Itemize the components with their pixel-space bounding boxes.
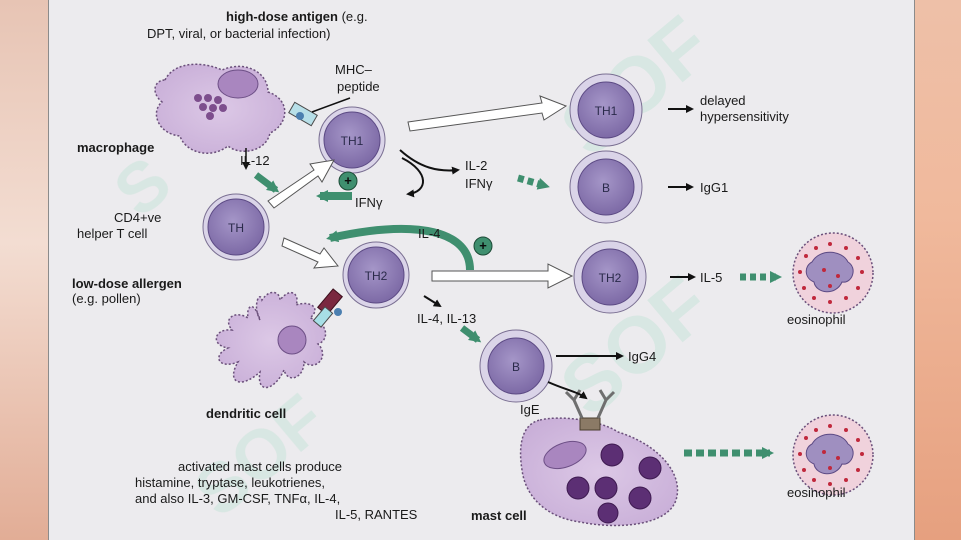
- mast-cell-body: [519, 417, 679, 527]
- il12-label: IL-12: [240, 153, 270, 168]
- plus-badge-right: +: [473, 236, 493, 256]
- ige-receptor: [564, 389, 616, 431]
- th2-to-il4-il13-arrow: [423, 295, 442, 308]
- th2-to-th2-arrow: [431, 263, 574, 289]
- eosinophil-top-cell: [792, 232, 874, 314]
- th2-right-label: TH2: [599, 271, 622, 285]
- b-to-ige-curve: [547, 381, 588, 400]
- svg-text:+: +: [344, 173, 352, 188]
- plus-badge-left: +: [338, 171, 358, 191]
- cd4-label-line2: helper T cell: [77, 226, 147, 241]
- cd4-label-line1: CD4+ve: [114, 210, 161, 225]
- mhc-label-line2: peptide: [337, 79, 380, 94]
- th-cell: TH: [202, 193, 270, 261]
- th-to-th1-arrow: [267, 159, 335, 209]
- eosinophil-bottom-cell: [792, 414, 874, 496]
- b-top-label: B: [602, 181, 610, 195]
- mhc-peptide-complex: [288, 101, 318, 127]
- svg-text:SOF: SOF: [544, 0, 727, 173]
- igg1-label: IgG1: [700, 180, 728, 195]
- il12-green-arrow: [253, 172, 280, 193]
- low-dose-eg: (e.g. pollen): [72, 291, 141, 306]
- allergen-mhc-complex: [312, 288, 344, 328]
- dendritic-label: dendritic cell: [206, 406, 286, 421]
- mast-text-line3: and also IL-3, GM-CSF, TNFα, IL-4,: [135, 491, 340, 506]
- delayed-label-line1: delayed: [700, 93, 746, 108]
- th2-cell-main: TH2: [342, 241, 410, 309]
- svg-text:+: +: [479, 238, 487, 253]
- svg-text:SOF: SOF: [180, 379, 340, 531]
- igg4-label: IgG4: [628, 349, 656, 364]
- b-bottom-label: B: [512, 360, 520, 374]
- eosinophil-top-label: eosinophil: [787, 312, 846, 327]
- ige-label: IgE: [520, 402, 540, 417]
- th1-cell-main: TH1: [318, 106, 386, 174]
- il5-label: IL-5: [700, 270, 722, 285]
- il2-ifn-dashed-green-arrow: [517, 174, 550, 190]
- delayed-label-line2: hypersensitivity: [700, 109, 789, 124]
- il4-label: IL-4: [418, 226, 440, 241]
- th1-to-ifn-curve: [401, 157, 424, 198]
- macrophage-label: macrophage: [77, 140, 154, 155]
- low-dose-label: low-dose allergen: [72, 276, 182, 291]
- mast-text-line1: activated mast cells produce: [178, 459, 342, 474]
- eosinophil-bottom-label: eosinophil: [787, 485, 846, 500]
- th2-cell-right: TH2: [573, 240, 647, 314]
- th1-cell-right: TH1: [569, 73, 643, 147]
- high-dose-label: high-dose antigen (e.g.: [226, 9, 368, 24]
- macrophage-cell: [154, 63, 286, 154]
- left-backdrop: [0, 0, 48, 540]
- mast-text-line2: histamine, tryptase, leukotrienes,: [135, 475, 325, 490]
- il4-il13-green-arrow: [459, 325, 482, 343]
- il4-green-arc: [326, 224, 474, 271]
- mast-cell-label: mast cell: [471, 508, 527, 523]
- th-label: TH: [228, 221, 244, 235]
- mast-text-line4: IL-5, RANTES: [335, 507, 418, 522]
- mhc-pointer-line: [311, 97, 351, 113]
- mhc-label-line1: MHC–: [335, 62, 373, 77]
- b-cell-bottom: B: [479, 329, 553, 403]
- right-backdrop: [913, 0, 961, 540]
- th1-to-th1-arrow: [407, 95, 568, 132]
- il4-il13-label: IL-4, IL-13: [417, 311, 476, 326]
- il2-label: IL-2: [465, 158, 487, 173]
- th1-main-label: TH1: [341, 134, 364, 148]
- b-cell-top: B: [569, 150, 643, 224]
- th1-right-label: TH1: [595, 104, 618, 118]
- th1-to-il2-arrow: [399, 149, 460, 175]
- ifn-gamma-left-label: IFNγ: [355, 195, 383, 210]
- th2-main-label: TH2: [365, 269, 388, 283]
- dendritic-cell: [215, 291, 327, 389]
- high-dose-eg-line: DPT, viral, or bacterial infection): [147, 26, 331, 41]
- ifn-gamma-right-label: IFNγ: [465, 176, 493, 191]
- th-to-th2-arrow: [281, 237, 339, 269]
